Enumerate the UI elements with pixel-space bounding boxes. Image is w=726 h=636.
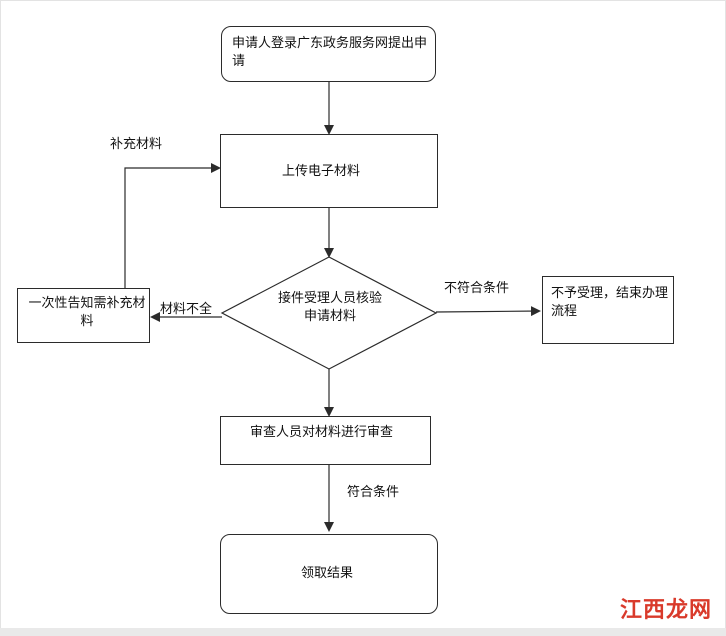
edge-label-eligible: 符合条件 xyxy=(347,485,400,500)
node-notify-label: 一次性告知需补充材料 xyxy=(28,296,146,329)
arrow-notify-to-upload xyxy=(124,163,221,288)
watermark-logo: 江西龙网 xyxy=(619,597,712,623)
node-start-label: 申请人登录广东政务服务网提出申请 xyxy=(232,36,428,69)
node-notify: 一次性告知需补充材料 xyxy=(17,288,150,343)
node-start: 申请人登录广东政务服务网提出申请 xyxy=(221,26,436,82)
arrow-review-to-reject xyxy=(435,306,541,317)
node-upload: 上传电子材料 xyxy=(220,134,438,208)
edge-label-supplement: 补充材料 xyxy=(110,137,163,152)
node-audit-label: 审查人员对材料进行审查 xyxy=(250,425,394,440)
bottom-strip xyxy=(0,628,726,636)
edge-label-not-eligible: 不符合条件 xyxy=(444,281,510,296)
node-upload-label: 上传电子材料 xyxy=(282,164,361,179)
node-result: 领取结果 xyxy=(220,534,438,614)
decision-diamond xyxy=(220,256,438,370)
node-review-label: 接件受理人员核验申请材料 xyxy=(278,291,383,324)
node-reject: 不予受理，结束办理流程 xyxy=(542,276,674,344)
node-result-label: 领取结果 xyxy=(301,566,354,581)
node-reject-label: 不予受理，结束办理流程 xyxy=(551,286,669,319)
node-audit: 审查人员对材料进行审查 xyxy=(220,416,431,465)
edge-label-incomplete: 材料不全 xyxy=(160,302,213,317)
